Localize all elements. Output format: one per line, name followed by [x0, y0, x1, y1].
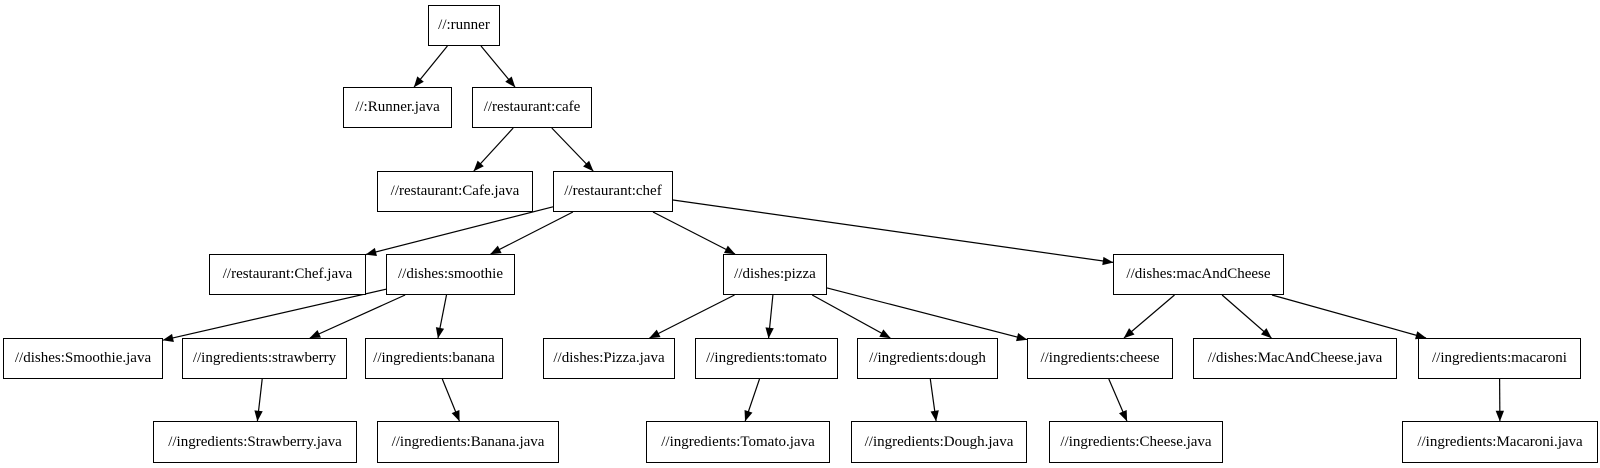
graph-node-label: //ingredients:dough	[869, 350, 986, 366]
graph-node-smoothie: //dishes:smoothie	[386, 254, 515, 295]
graph-node-label: //restaurant:Cafe.java	[390, 183, 520, 199]
graph-node-label: //ingredients:Banana.java	[391, 433, 545, 450]
edge-macAndCheese-to-macaroni	[1271, 294, 1427, 340]
edge-strawberry-to-Strawberry.java	[254, 378, 263, 422]
edge-macAndCheese-to-cheese	[1123, 294, 1175, 339]
edge-smoothie-to-Smoothie.java	[162, 288, 387, 342]
graph-node-Chef.java: //restaurant:Chef.java	[209, 254, 366, 295]
graph-node-label: //ingredients:Strawberry.java	[168, 433, 342, 450]
graph-node-Cafe.java: //restaurant:Cafe.java	[377, 171, 533, 212]
graph-node-cheese: //ingredients:cheese	[1027, 338, 1173, 379]
graph-node-label: //restaurant:Chef.java	[222, 266, 353, 282]
edge-pizza-to-Pizza.java	[649, 294, 735, 339]
graph-node-Pizza.java: //dishes:Pizza.java	[543, 338, 675, 379]
graph-node-strawberry: //ingredients:strawberry	[182, 338, 347, 379]
graph-node-label: //ingredients:macaroni	[1432, 350, 1567, 366]
graph-node-label: //ingredients:tomato	[706, 350, 827, 366]
graph-node-cafe: //restaurant:cafe	[472, 87, 592, 128]
edge-pizza-to-cheese	[826, 287, 1028, 342]
graph-node-chef: //restaurant:chef	[553, 171, 673, 212]
graph-node-Dough.java: //ingredients:Dough.java	[851, 421, 1027, 463]
edge-chef-to-Chef.java	[365, 206, 554, 257]
edge-chef-to-macAndCheese	[672, 199, 1114, 266]
edge-cafe-to-Cafe.java	[473, 127, 514, 172]
graph-node-Macaroni.java: //ingredients:Macaroni.java	[1402, 421, 1598, 463]
graph-node-runner: //:runner	[428, 5, 500, 46]
edge-banana-to-Banana.java	[441, 378, 460, 422]
graph-node-label: //dishes:Pizza.java	[553, 350, 665, 366]
edge-macAndCheese-to-MacAndCheese.java	[1221, 294, 1272, 339]
graph-node-label: //ingredients:Tomato.java	[661, 433, 815, 450]
edge-smoothie-to-strawberry	[309, 294, 406, 339]
graph-node-label: //dishes:macAndCheese	[1126, 266, 1271, 282]
graph-node-Banana.java: //ingredients:Banana.java	[377, 421, 559, 463]
graph-node-label: //ingredients:Dough.java	[864, 433, 1014, 450]
graph-node-Tomato.java: //ingredients:Tomato.java	[646, 421, 830, 463]
edge-chef-to-smoothie	[490, 211, 574, 255]
graph-node-label: //dishes:smoothie	[398, 266, 503, 282]
edge-cafe-to-chef	[551, 127, 594, 172]
graph-node-label: //dishes:Smoothie.java	[14, 350, 152, 366]
edge-runner-to-Runner.java	[413, 45, 448, 88]
edge-smoothie-to-banana	[435, 294, 448, 339]
edge-cheese-to-Cheese.java	[1108, 378, 1128, 422]
graph-node-tomato: //ingredients:tomato	[695, 338, 838, 379]
graph-node-label: //ingredients:Cheese.java	[1060, 433, 1212, 450]
graph-node-label: //restaurant:chef	[564, 183, 662, 199]
graph-node-MacAndCheese.java: //dishes:MacAndCheese.java	[1193, 338, 1397, 379]
edge-chef-to-pizza	[652, 211, 736, 255]
graph-node-label: //restaurant:cafe	[483, 99, 581, 115]
graph-node-pizza: //dishes:pizza	[723, 254, 827, 295]
edge-pizza-to-dough	[811, 294, 891, 339]
edge-pizza-to-tomato	[765, 294, 774, 339]
graph-node-Smoothie.java: //dishes:Smoothie.java	[3, 338, 163, 379]
graph-node-banana: //ingredients:banana	[365, 338, 503, 379]
graph-node-Strawberry.java: //ingredients:Strawberry.java	[153, 421, 357, 463]
graph-node-label: //ingredients:cheese	[1040, 350, 1160, 366]
edge-dough-to-Dough.java	[929, 378, 939, 422]
graph-node-label: //ingredients:banana	[373, 350, 495, 366]
graph-node-label: //ingredients:Macaroni.java	[1417, 433, 1583, 450]
graph-node-label: //:runner	[438, 17, 490, 33]
graph-node-dough: //ingredients:dough	[857, 338, 998, 379]
graph-node-Runner.java: //:Runner.java	[343, 87, 452, 128]
graph-node-macAndCheese: //dishes:macAndCheese	[1113, 254, 1284, 295]
graph-node-label: //ingredients:strawberry	[192, 350, 337, 366]
graph-node-label: //dishes:MacAndCheese.java	[1207, 350, 1383, 366]
graph-node-macaroni: //ingredients:macaroni	[1418, 338, 1581, 379]
graph-node-label: //:Runner.java	[355, 99, 440, 115]
graph-node-Cheese.java: //ingredients:Cheese.java	[1049, 421, 1223, 463]
graph-node-label: //dishes:pizza	[734, 266, 816, 282]
edge-tomato-to-Tomato.java	[744, 378, 761, 422]
edge-runner-to-cafe	[480, 45, 516, 88]
